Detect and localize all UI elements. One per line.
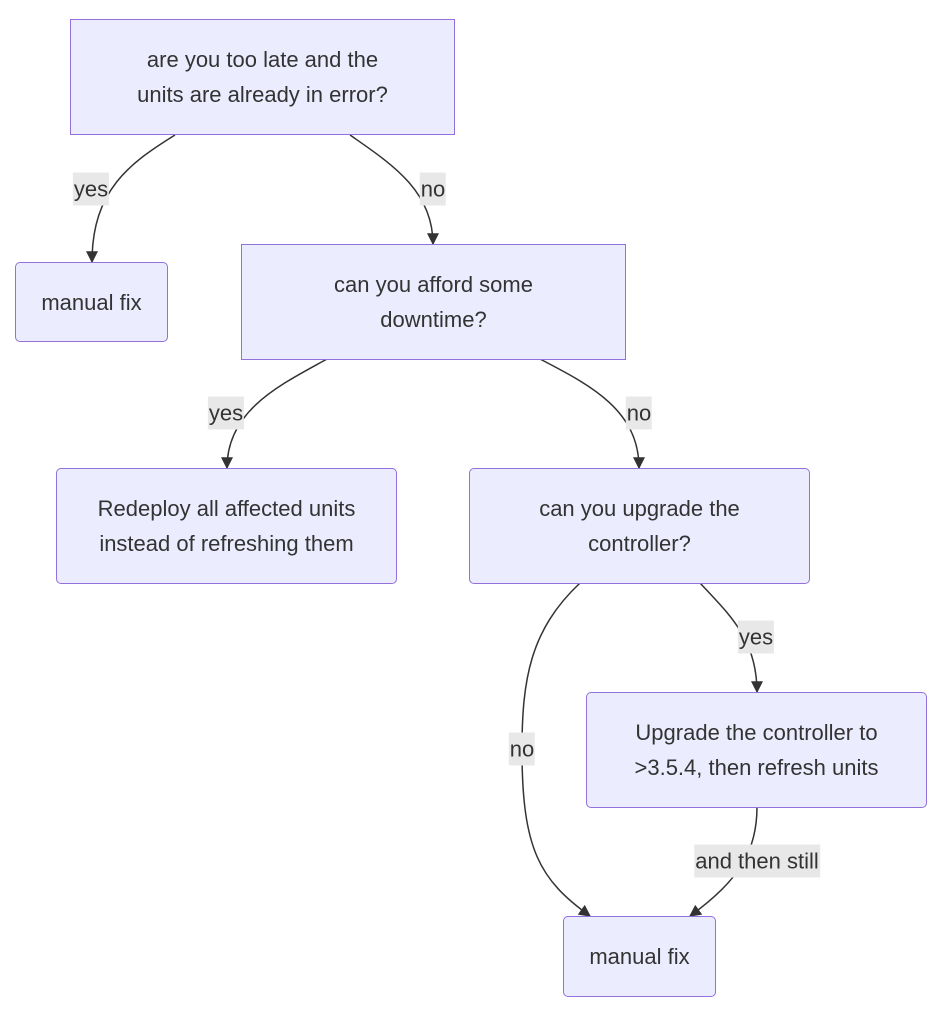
node-text-line: can you upgrade the bbox=[539, 496, 740, 521]
node-redeploy: Redeploy all affected units instead of r… bbox=[56, 468, 397, 584]
node-text-line: manual fix bbox=[41, 289, 142, 315]
node-manual-fix-bottom: manual fix bbox=[563, 916, 716, 997]
node-too-late-question: are you too late and the units are alrea… bbox=[70, 19, 455, 135]
edge-label-late-no: no bbox=[419, 172, 447, 206]
node-text-line: instead of refreshing them bbox=[99, 531, 354, 556]
node-text-line: can you afford some bbox=[334, 272, 533, 297]
node-text-line: manual fix bbox=[589, 944, 690, 969]
node-text-line: Upgrade the controller to bbox=[635, 720, 878, 745]
node-text-line: controller? bbox=[588, 531, 691, 556]
edge-label-upgrade-yes: yes bbox=[737, 620, 775, 654]
edge-late-yes bbox=[86, 134, 176, 264]
node-text-line: >3.5.4, then refresh units bbox=[634, 755, 879, 780]
node-upgrade-question: can you upgrade the controller? bbox=[469, 468, 810, 584]
node-upgrade-controller: Upgrade the controller to >3.5.4, then r… bbox=[586, 692, 927, 808]
node-text-line: downtime? bbox=[380, 307, 487, 332]
edge-late-no bbox=[349, 134, 439, 246]
node-manual-fix-top: manual fix bbox=[15, 262, 168, 342]
node-text-line: are you too late and the bbox=[146, 47, 379, 72]
edge-label-then-still: and then still bbox=[694, 844, 820, 878]
edge-label-downtime-yes: yes bbox=[207, 396, 245, 430]
edge-downtime-no bbox=[539, 358, 645, 470]
edge-label-downtime-no: no bbox=[625, 396, 653, 430]
edge-label-upgrade-no: no bbox=[508, 732, 536, 766]
node-downtime-question: can you afford some downtime? bbox=[241, 244, 626, 360]
edge-downtime-yes bbox=[221, 358, 328, 470]
node-text-line: Redeploy all affected units bbox=[97, 496, 356, 521]
node-text-line: units are already in error? bbox=[137, 82, 388, 107]
edge-label-late-yes: yes bbox=[72, 172, 110, 206]
